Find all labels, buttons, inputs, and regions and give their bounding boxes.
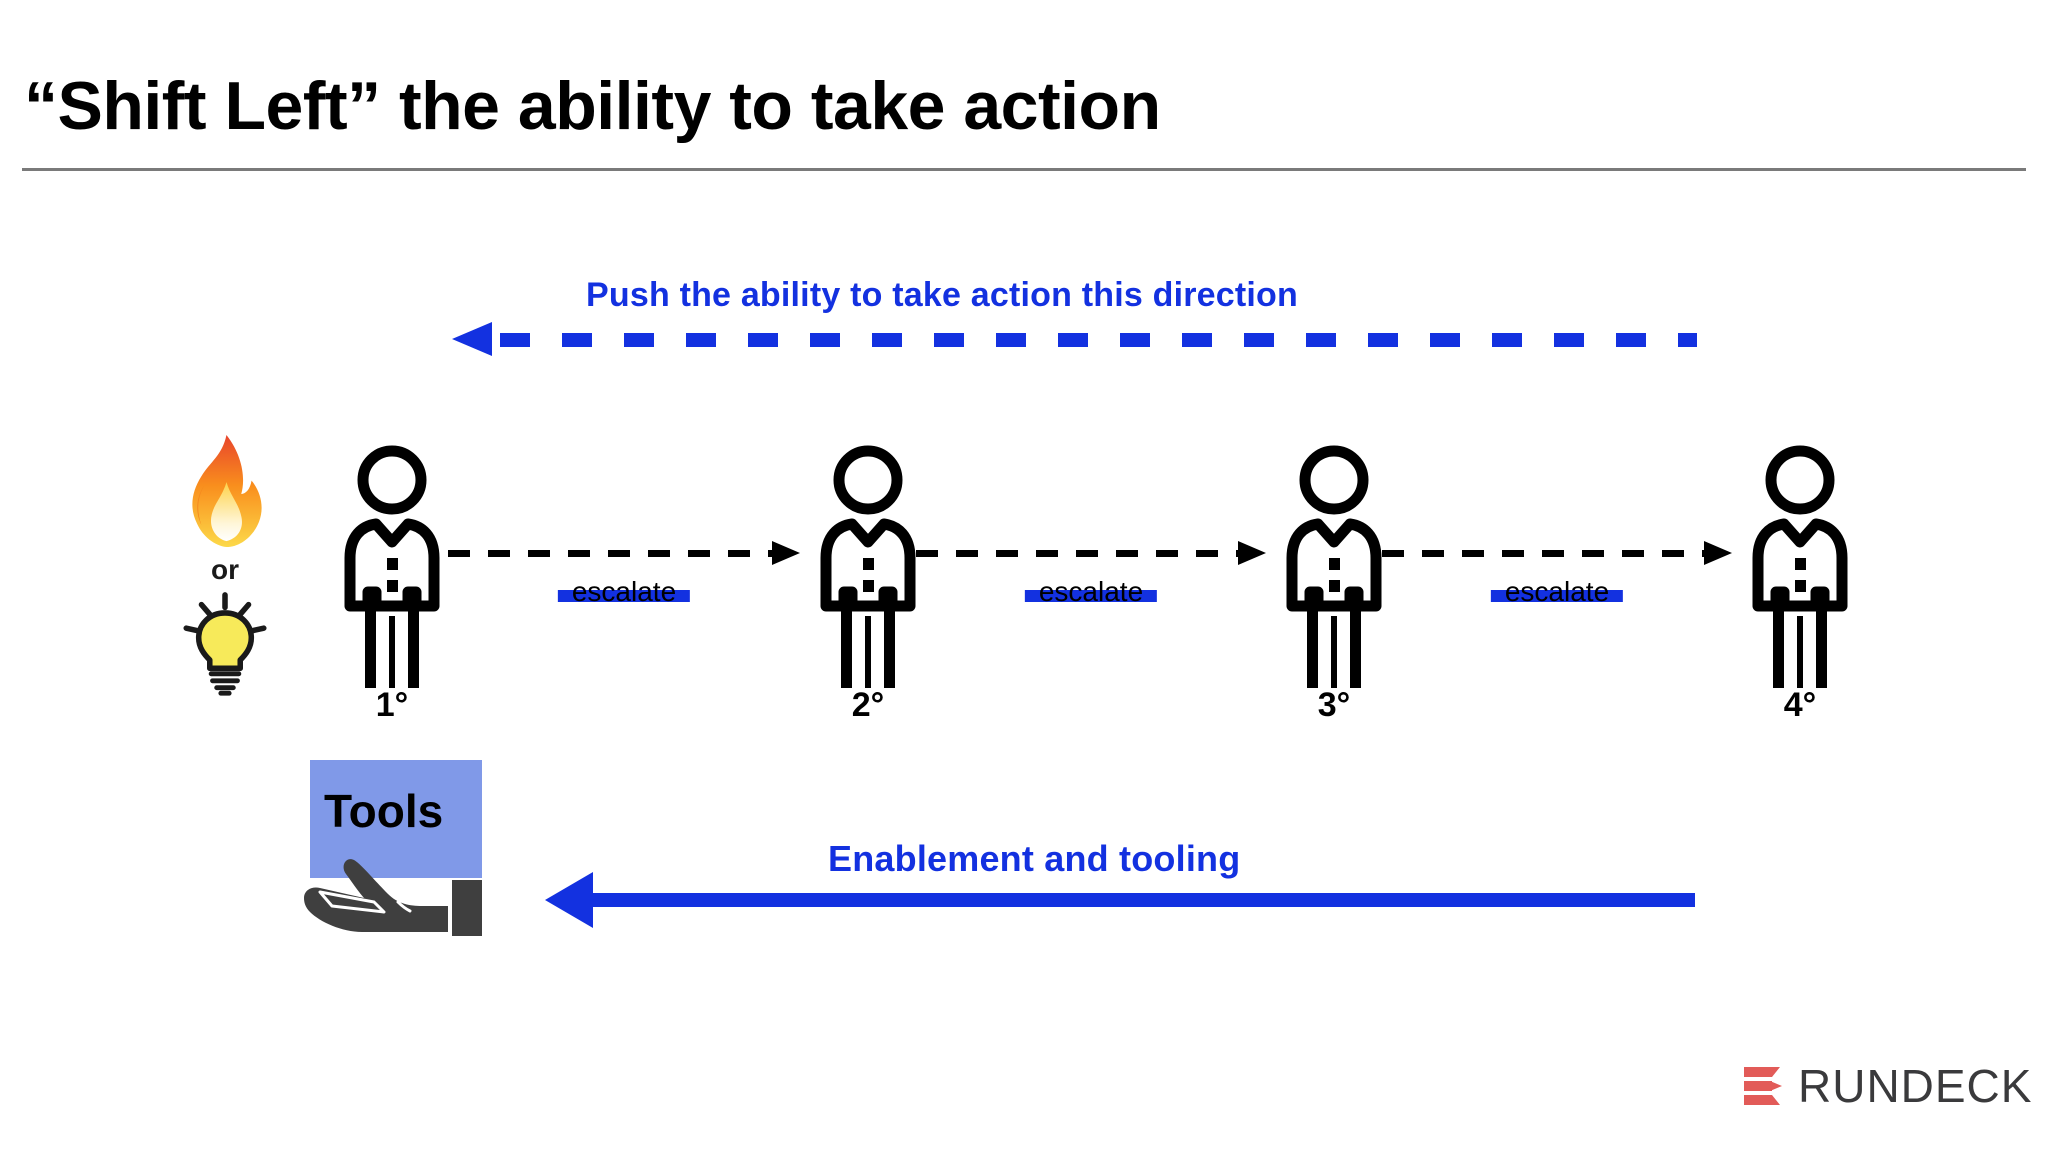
escalate-strike-bar xyxy=(1024,590,1158,602)
lightbulb-icon xyxy=(183,592,267,696)
person-icon-1 xyxy=(332,440,452,690)
escalate-label-wrap: escalate xyxy=(1024,574,1158,610)
enablement-label: Enablement and tooling xyxy=(828,838,1241,879)
arrow-head-right-icon xyxy=(772,541,800,565)
escalate-strike-bar xyxy=(1490,590,1624,602)
tools-box xyxy=(310,760,482,878)
push-direction-label: Push the ability to take action this dir… xyxy=(586,276,1298,314)
arrow-head-right-icon xyxy=(1704,541,1732,565)
person-label-4: 4° xyxy=(1783,686,1817,724)
person-icon xyxy=(1752,445,1848,688)
arrow-head-right-icon xyxy=(1238,541,1266,565)
or-label: or xyxy=(211,554,239,585)
dashed-line xyxy=(1382,550,1706,557)
escalate-strike-bar xyxy=(557,590,691,602)
escalate-label-wrap: escalate xyxy=(1490,574,1624,610)
person-icon xyxy=(820,445,916,688)
arrow-head-left-icon xyxy=(545,872,593,928)
enablement-arrow xyxy=(545,872,1695,928)
push-direction-arrow xyxy=(452,322,1697,356)
person-icon xyxy=(344,445,440,688)
dashed-line xyxy=(916,550,1240,557)
escalate-label-wrap: escalate xyxy=(557,574,691,610)
fire-icon xyxy=(192,434,262,548)
person-icon-4 xyxy=(1740,440,1860,690)
page-title: “Shift Left” the ability to take action xyxy=(24,68,1161,144)
dashed-line xyxy=(448,550,774,557)
dashed-track xyxy=(500,333,1697,347)
open-hand-icon xyxy=(304,859,482,936)
tools-group: Tools xyxy=(304,760,560,940)
title-divider xyxy=(22,168,2026,171)
person-label-2: 2° xyxy=(851,686,885,724)
escalate-label: escalate xyxy=(571,576,677,607)
arrow-head-left-icon xyxy=(452,322,492,356)
solid-track xyxy=(591,893,1695,907)
trigger-column: or xyxy=(160,432,290,696)
rundeck-mark-icon xyxy=(1744,1067,1782,1105)
escalate-connector-3: escalate xyxy=(1382,541,1732,620)
person-icon-3 xyxy=(1274,440,1394,690)
rundeck-logo: RUNDECK xyxy=(1742,1058,2032,1114)
escalate-label: escalate xyxy=(1504,576,1610,607)
person-icon-2 xyxy=(808,440,928,690)
escalate-connector-2: escalate xyxy=(916,541,1266,620)
tools-label: Tools xyxy=(324,785,444,837)
escalate-label: escalate xyxy=(1038,576,1144,607)
person-label-1: 1° xyxy=(375,686,409,724)
person-label-3: 3° xyxy=(1317,686,1351,724)
escalate-connector-1: escalate xyxy=(448,541,800,620)
person-icon xyxy=(1286,445,1382,688)
rundeck-wordmark: RUNDECK xyxy=(1798,1060,2033,1112)
